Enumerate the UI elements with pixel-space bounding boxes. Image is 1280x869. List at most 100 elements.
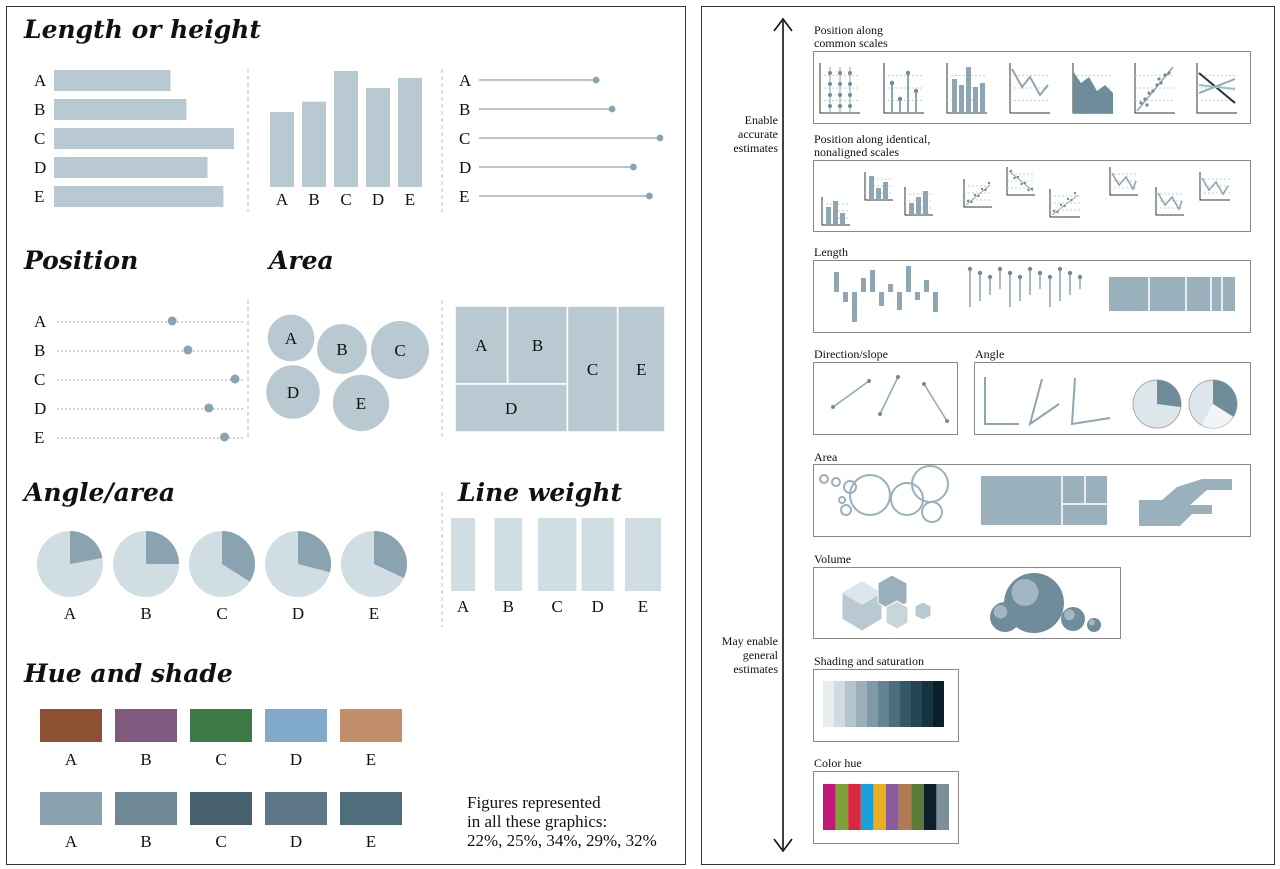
common-chart-1-dot [913,88,919,94]
nonaligned-chart-4-dot [1013,176,1016,180]
hue-strip-4 [873,784,886,830]
treemap-label-C: C [587,360,598,379]
lineweight-bar-A [451,518,475,591]
treemap-label-A: A [475,336,488,355]
hue-strip-0 [823,784,836,830]
common-chart-0-dot [828,104,832,108]
nonaligned-chart-1-bar [876,188,881,200]
lineweight-label-C: C [552,597,563,616]
lollipop-dot-B [608,105,616,113]
hue-label-B: B [140,750,151,769]
common-chart-0-dot [828,82,832,86]
shading-swatch-6 [889,681,900,727]
nonaligned-chart-5-dot [1056,210,1059,214]
lollipop-dot-D [629,163,637,171]
nonaligned-chart-3-dot [977,194,980,198]
note-line-3: 22%, 25%, 34%, 29%, 32% [467,831,657,850]
hbar-label-D: D [34,158,46,177]
area-treemap [981,476,1107,525]
shade-label-E: E [366,832,376,851]
common-chart-4-area [1073,71,1113,113]
nonaligned-chart-3-dot [987,181,991,185]
area-bubble-0 [819,474,829,484]
heading-angle-area: Angle/area [24,478,176,507]
nonaligned-chart-8 [1199,172,1230,201]
hue-swatch-B [115,709,177,742]
common-chart-5-dot [1147,91,1151,95]
lineweight-label-E: E [638,597,648,616]
nonaligned-chart-4-dot [1027,188,1030,192]
position-label-A: A [34,312,47,331]
shading-swatch-9 [922,681,933,727]
common-chart-5-dot [1163,73,1167,77]
lineweight-bar-E [625,518,661,591]
common-chart-0-dot [848,82,852,86]
area-bubble-1 [831,477,841,487]
arrow-dot-8 [1047,274,1053,280]
note-line-1: Figures represented [467,793,601,812]
shading-swatch-4 [867,681,878,727]
nonaligned-chart-3 [963,179,992,208]
angle-shape-2 [1070,377,1111,426]
nonaligned-chart-3-dot [980,187,984,191]
volume-cube-2 [885,600,909,630]
area-bubble-7 [911,465,949,503]
shading-swatch-1 [834,681,845,727]
common-chart-5-dot [1151,89,1155,93]
vbar-label-D: D [372,190,384,209]
slope-line-1 [879,376,899,415]
pie-slice-A [70,531,103,564]
label-volume: Volume [814,552,852,566]
hbar-C [54,128,234,149]
nonaligned-chart-2-bar [909,203,914,215]
area-bubble-4 [840,504,852,516]
shade-swatch-C [190,792,252,825]
common-chart-5-dot [1155,83,1159,87]
lineweight-label-B: B [503,597,514,616]
hbar-E [54,186,224,207]
arrow-dot-6 [1027,266,1033,272]
common-chart-3 [1009,63,1050,114]
pie-slice-B [146,531,179,564]
label-shading: Shading and saturation [814,654,924,668]
pie-slice-D [298,531,332,573]
nonaligned-chart-8-line [1201,177,1229,196]
pie-slice-C [222,531,256,582]
shade-label-B: B [140,832,151,851]
vbar-C [334,71,358,187]
nonaligned-chart-0-bar [840,213,845,225]
pie-slice-E [374,531,407,579]
length-stack [1109,277,1235,311]
shading-swatch-5 [878,681,889,727]
area-circle-B [317,324,367,374]
hbar-label-B: B [34,100,45,119]
vbar-label-C: C [340,190,351,209]
common-chart-2-bar [980,83,985,113]
slope-dot-b-2 [945,419,949,423]
pie-label-A: A [64,604,77,623]
nonaligned-chart-4-dot [1023,181,1027,185]
position-dot-C [230,374,240,384]
common-chart-6-slope3 [1198,84,1236,90]
common-chart-5-trend [1136,66,1174,112]
hbar-A [54,70,171,91]
shading-swatch-10 [933,681,944,727]
shade-swatch-E [340,792,402,825]
hue-label-E: E [366,750,376,769]
vbar-label-E: E [405,190,415,209]
pie-label-C: C [216,604,227,623]
common-chart-5-dot [1139,101,1143,105]
pie-label-E: E [369,604,379,623]
treemap-tile-C [566,305,619,433]
heading-length-or-height: Length or height [24,15,261,44]
hue-strip-3 [860,784,874,830]
area-circle-label-A: A [285,329,298,348]
common-chart-0-dot [848,93,852,97]
pie-label-B: B [140,604,151,623]
nonaligned-chart-3-dot [966,199,970,203]
length-bar-11 [933,292,938,312]
area-circle-C [371,321,429,379]
